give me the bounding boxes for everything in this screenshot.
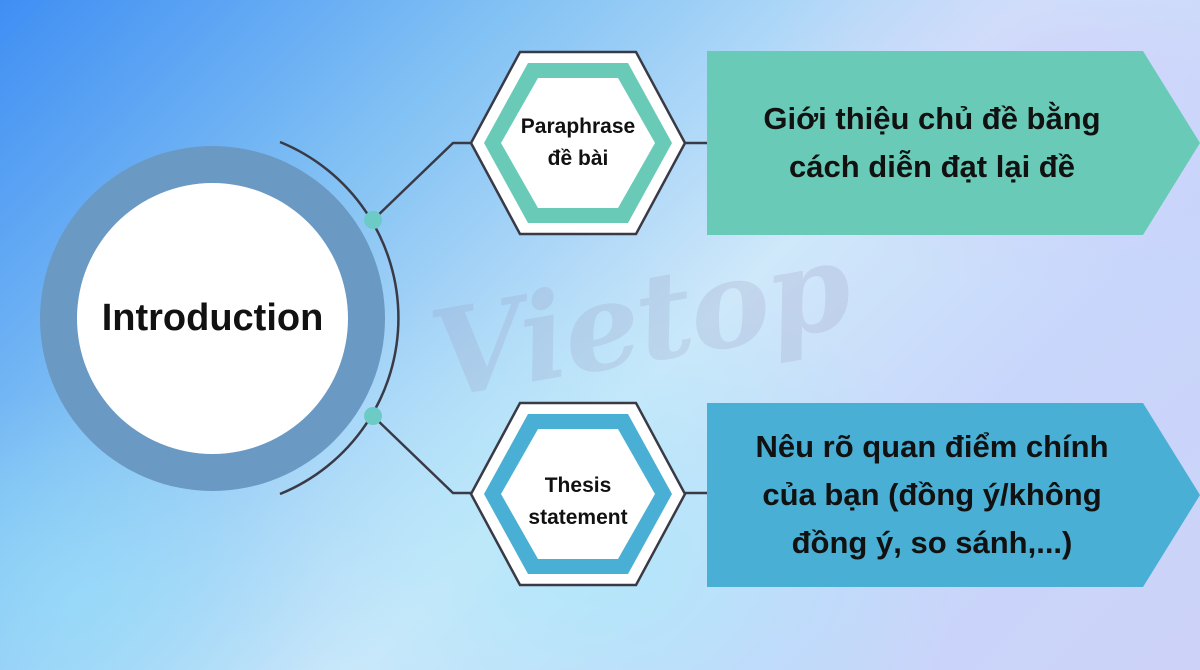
connector-top — [372, 141, 473, 221]
main-topic-circle: Introduction — [40, 146, 385, 491]
callout-top-shape — [707, 51, 1200, 235]
callout-top-text: Giới thiệu chủ đề bằng cách diễn đạt lại… — [763, 95, 1100, 191]
callout-line: của bạn (đồng ý/không — [762, 477, 1102, 512]
main-topic-inner: Introduction — [77, 183, 348, 454]
hex-label-bottom: Thesis statement — [508, 470, 648, 534]
connector-bottom — [372, 415, 473, 495]
callout-bottom-shape — [707, 403, 1200, 587]
hex-label-line: đề bài — [547, 147, 609, 170]
outer-arc — [279, 140, 400, 496]
connector-dot-top — [364, 211, 382, 229]
callout-top: Giới thiệu chủ đề bằng cách diễn đạt lại… — [707, 51, 1157, 235]
hex-label-line: statement — [528, 506, 628, 529]
callout-bottom-text: Nêu rõ quan điểm chính của bạn (đồng ý/k… — [755, 423, 1108, 567]
callout-line: cách diễn đạt lại đề — [789, 149, 1075, 184]
callout-line: Giới thiệu chủ đề bằng — [763, 101, 1101, 136]
main-topic-title: Introduction — [101, 297, 324, 339]
hexagon-top — [469, 50, 687, 236]
callout-line: đồng ý, so sánh,...) — [791, 525, 1073, 560]
hex-label-line: Paraphrase — [520, 115, 636, 138]
hexagon-bottom — [469, 401, 687, 587]
callout-bottom: Nêu rõ quan điểm chính của bạn (đồng ý/k… — [707, 403, 1157, 587]
callout-line: Nêu rõ quan điểm chính — [755, 429, 1109, 464]
hex-label-top: Paraphrase đề bài — [508, 111, 648, 175]
connector-dot-bottom — [364, 407, 382, 425]
hex-label-line: Thesis — [544, 474, 612, 497]
